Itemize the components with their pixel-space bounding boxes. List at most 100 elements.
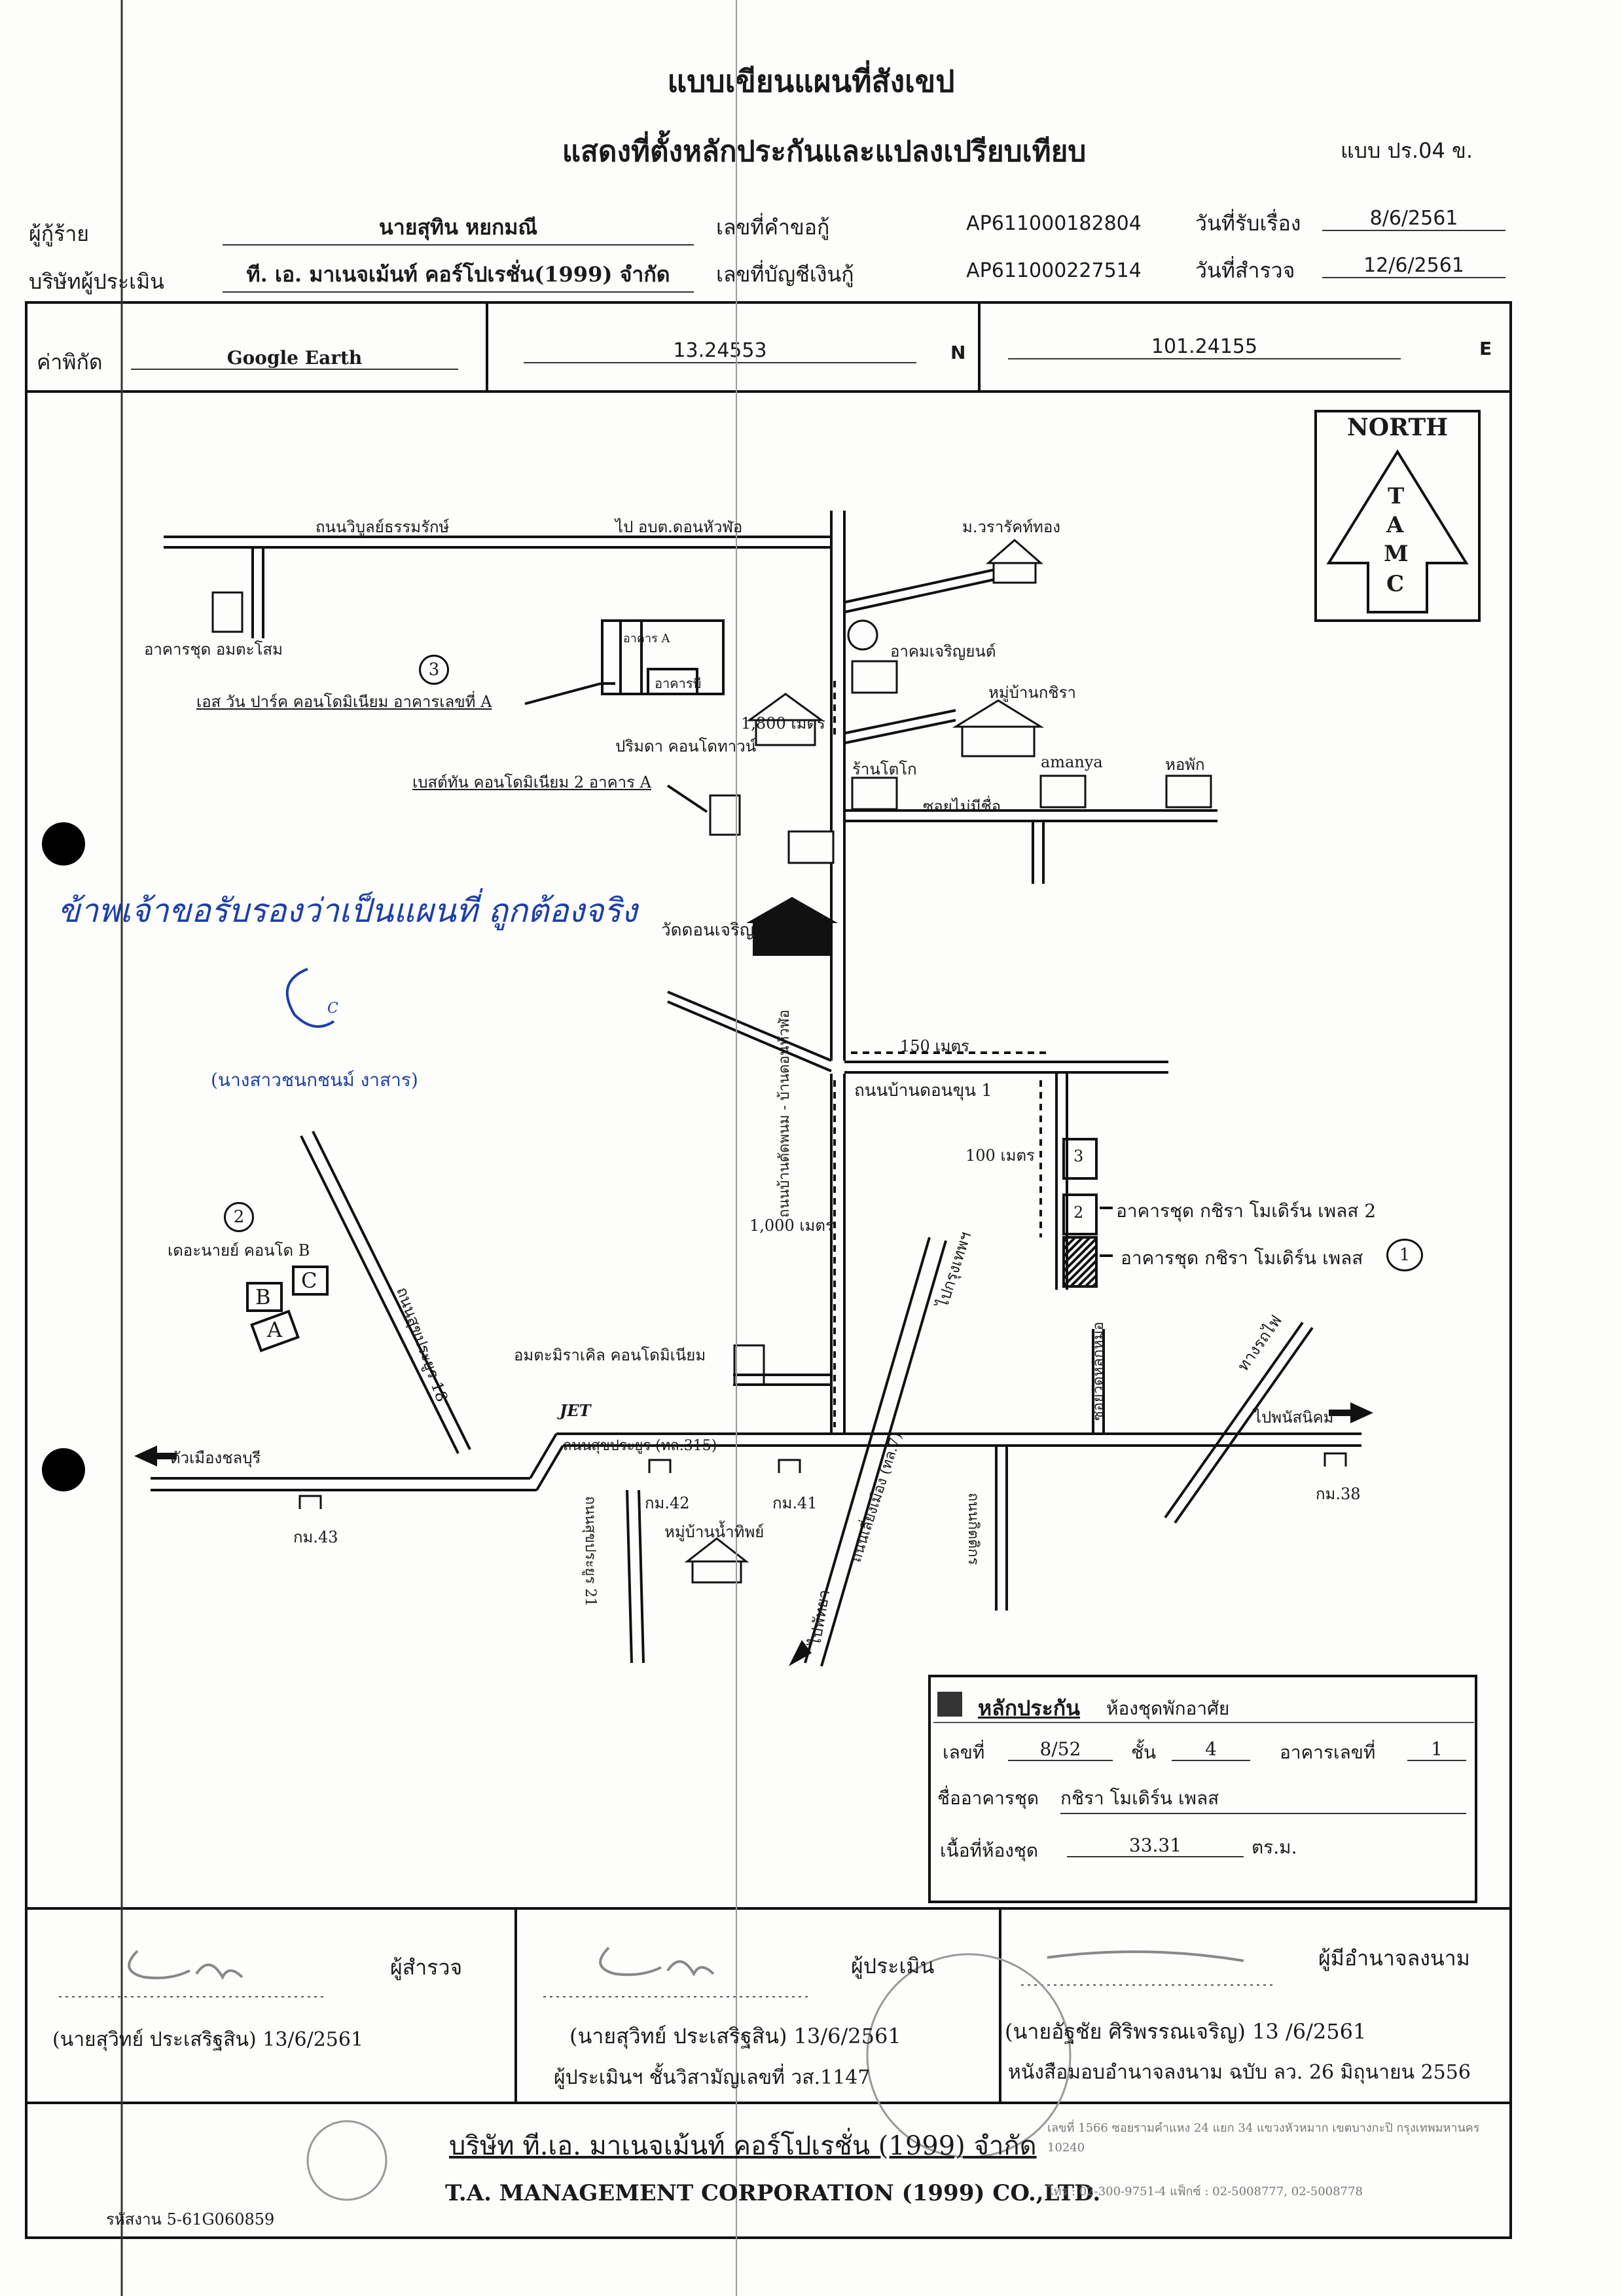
request-no-label: เลขที่คำขอกู้ [716, 215, 830, 240]
footer-address: เลขที่ 1566 ซอยรามคำแหง 24 แยก 34 แขวงหั… [1047, 2121, 1480, 2155]
legend-title: หลักประกัน [978, 1696, 1081, 1721]
hand-sign-mark: C [327, 1000, 338, 1017]
label-box3: 3 [1073, 1147, 1084, 1165]
label-jet: JET [560, 1401, 591, 1420]
coords-label: ค่าพิกัด [37, 350, 103, 374]
label-amanya: amanya [1041, 753, 1103, 771]
sig-surveyor-name: (นายสุวิทย์ ประเสริฐสิน) 13/6/2561 [52, 2028, 364, 2051]
legend-area-label: เนื้อที่ห้องชุด [940, 1840, 1039, 1861]
label-dome: เบสต์ทัน คอนโดมิเนียม 2 อาคาร A [412, 773, 651, 792]
legend-no-label: เลขที่ [943, 1741, 985, 1763]
sig-appraiser-role: ผู้ประเมิน [851, 1954, 935, 1978]
label-to-chonburi: ตัวเมืองชลบุรี [170, 1449, 261, 1467]
appraiser-label: บริษัทผู้ประเมิน [29, 269, 165, 294]
legend-type: ห้องชุดพักอาศัย [1106, 1698, 1230, 1719]
label-shop: ร้านโตโก [852, 760, 917, 778]
label-road-top: ถนนวิบูลย์ธรรมรักษ์ [315, 518, 450, 536]
sig-surveyor-role: ผู้สำรวจ [390, 1955, 463, 1980]
form-code: แบบ ปร.04 ข. [1341, 138, 1473, 163]
legend-area-unit: ตร.ม. [1252, 1836, 1297, 1858]
label-to-phanat: ไปพนัสนิคม [1253, 1408, 1334, 1427]
survey-date-label: วันที่สำรวจ [1195, 258, 1295, 283]
coords-sep1 [486, 301, 488, 392]
hand-note: ข้าพเจ้าขอรับรองว่าเป็นแผนที่ ถูกต้องจริ… [58, 892, 638, 930]
coords-lon: 101.24155 [1008, 335, 1401, 359]
label-soi-lak: ซอยวัดหลักหมอ [1090, 1321, 1107, 1421]
binder-hole-bottom [42, 1448, 85, 1491]
label-bld-b: อาคารบี [655, 676, 702, 691]
borrower-name: นายสุทิน หยกมณี [223, 211, 694, 246]
legend-bldg: 1 [1407, 1738, 1466, 1761]
appraiser-name: ที. เอ. มาเนจเม้นท์ คอร์โปเรชั่น(1999) จ… [223, 258, 694, 293]
footer-code: รหัสงาน 5-61G060859 [106, 2210, 275, 2229]
label-village: หมู่บ้านน้ำทิพย์ [664, 1523, 765, 1541]
label-nirin: หมู่บ้านกชิรา [988, 683, 1076, 702]
legend-no: 8/52 [1008, 1738, 1113, 1761]
legend-divider1 [933, 1722, 1474, 1723]
label-road-small: ถนนกิตติกร [965, 1493, 981, 1565]
label-bld-a: อาคาร A [623, 632, 670, 646]
coords-lat: 13.24553 [524, 339, 916, 363]
coords-sep2 [978, 301, 981, 392]
legend-name: กชิรา โมเดิร์น เพลส [1060, 1784, 1466, 1814]
label-asia: อาคารชุด อมตะโสม [144, 640, 283, 659]
label-dist-150: 150 เมตร [900, 1037, 969, 1055]
legend-floor-label: ชั้น [1131, 1741, 1157, 1763]
sig-authorized-name: (นายอัฐชัย ศิริพรรณเจริญ) 13 /6/2561 [1005, 2019, 1367, 2044]
label-the-one: เอส วัน ปาร์ค คอนโดมิเนียม อาคารเลขที่ A [196, 693, 492, 711]
survey-date: 12/6/2561 [1322, 254, 1505, 278]
label-dorm: หอพัก [1165, 756, 1205, 774]
coords-divider [25, 390, 1512, 393]
sig-authorized-role: ผู้มีอำนาจลงนาม [1318, 1946, 1470, 1971]
label-clock: อาคมเจริญยนต์ [890, 642, 996, 661]
coords-lat-dir: N [950, 342, 966, 363]
label-road-donkhun: ถนนบ้านดอนขุน 1 [854, 1081, 992, 1101]
north-letter-a: A [1386, 512, 1404, 538]
coords-lon-dir: E [1479, 338, 1492, 359]
label-primada: ปริมดา คอนโดทาวน์ [615, 737, 757, 756]
main-frame [25, 301, 1512, 2239]
label-kirin1: อาคารชุด กชิรา โมเดิร์น เพลส [1121, 1247, 1363, 1269]
label-km42: กม.42 [645, 1494, 690, 1512]
label-bldg-c: C [301, 1268, 317, 1293]
footer-company-en: T.A. MANAGEMENT CORPORATION (1999) CO.,L… [445, 2180, 1101, 2206]
footer-company-th: บริษัท ที.เอ. มาเนจเม้นท์ คอร์โปเรชั่น (… [449, 2131, 1037, 2161]
title-line2: แสดงที่ตั้งหลักประกันและแปลงเปรียบเทียบ [562, 135, 1087, 168]
title-line1: แบบเขียนแผนที่สังเขป [667, 64, 955, 99]
label-num3: 3 [419, 655, 449, 685]
label-box2: 2 [1073, 1203, 1084, 1222]
label-condo-b: เดอะนายย์ คอนโด B [168, 1241, 310, 1260]
label-kirin2: อาคารชุด กชิรา โมเดิร์น เพลส 2 [1116, 1200, 1377, 1222]
label-num1: 1 [1386, 1239, 1423, 1271]
binder-hole-top [42, 822, 85, 866]
label-dist-100: 100 เมตร [965, 1146, 1035, 1165]
account-no: AP611000227514 [966, 259, 1142, 282]
label-soi-none: ซอยไม่มีชื่อ [923, 797, 1001, 816]
label-km41: กม.41 [772, 1494, 818, 1512]
label-bldg-a2: A [267, 1317, 283, 1342]
label-bldg-b: B [255, 1285, 271, 1309]
label-main-road: ถนนสุขประยูร (ทล.315) [563, 1438, 717, 1454]
legend-bldg-label: อาคารเลขที่ [1280, 1741, 1376, 1763]
borrower-label: ผู้กู้ร้าย [29, 221, 90, 246]
north-label: NORTH [1346, 414, 1449, 441]
label-dist-1800: 1,800 เมตร [741, 714, 825, 733]
north-letter-t: T [1388, 483, 1405, 509]
label-amata: อมตะมิราเคิล คอนโดมิเนียม [514, 1346, 706, 1364]
label-road-vertical: ถนนบ้านดัดพนม - บ้านดอนหัวฬ่อ [776, 1010, 793, 1218]
north-letter-m: M [1384, 541, 1409, 567]
sig-authorized-doc: หนังสือมอบอำนาจลงนาม ฉบับ ลว. 26 มิถุนาย… [1008, 2061, 1471, 2084]
sig-appraiser-name: (นายสุวิทย์ ประเสริฐสิน) 13/6/2561 [569, 2024, 901, 2049]
label-rd21: ถนนสุขประยูร 21 [582, 1496, 598, 1607]
legend-area: 33.31 [1067, 1834, 1244, 1857]
received-date: 8/6/2561 [1322, 207, 1505, 231]
label-temple: วัดดอนเจริญ [661, 920, 754, 940]
label-num2: 2 [224, 1202, 254, 1232]
label-road-top-dir: ไป อบต.ดอนหัวฬ่อ [615, 518, 743, 536]
request-no: AP611000182804 [966, 212, 1142, 235]
account-no-label: เลขที่บัญชีเงินกู้ [716, 262, 854, 287]
label-km43: กม.43 [293, 1528, 338, 1546]
label-varak: ม.วรารัคท์ทอง [962, 518, 1061, 536]
received-date-label: วันที่รับเรื่อง [1195, 211, 1301, 236]
